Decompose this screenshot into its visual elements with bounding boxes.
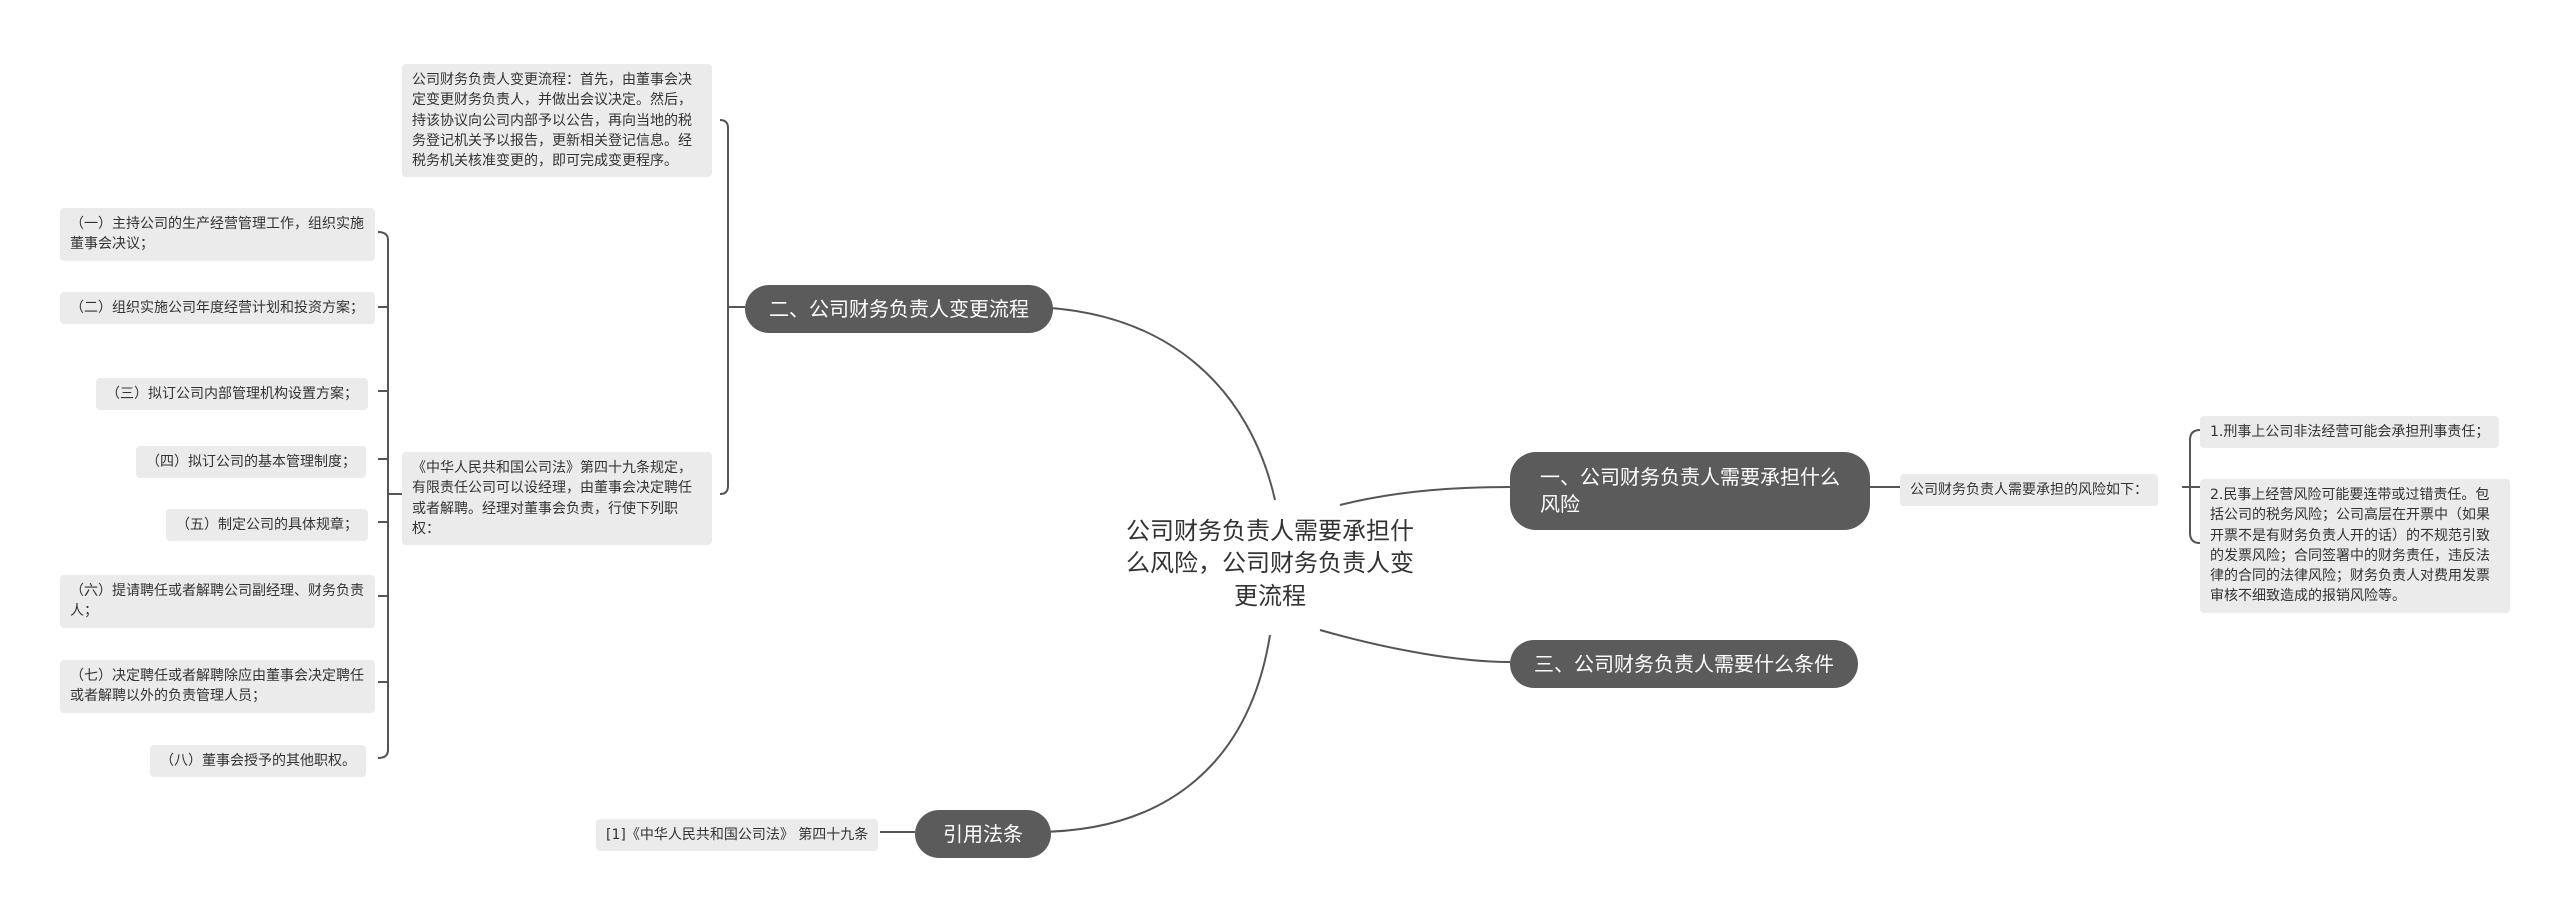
branch-change-process[interactable]: 二、公司财务负责人变更流程 [745, 285, 1053, 333]
power-item-8[interactable]: （八）董事会授予的其他职权。 [150, 745, 366, 778]
power-item-4[interactable]: （四）拟订公司的基本管理制度； [136, 446, 366, 479]
power-item-7[interactable]: （七）决定聘任或者解聘除应由董事会决定聘任或者解聘以外的负责管理人员； [60, 660, 375, 713]
branch-references[interactable]: 引用法条 [915, 810, 1051, 858]
link-b2-children [719, 119, 745, 495]
root-topic[interactable]: 公司财务负责人需要承担什么风险，公司财务负责人变更流程 [1126, 517, 1414, 610]
power-item-5[interactable]: （五）制定公司的具体规章； [166, 509, 368, 542]
power-item-6[interactable]: （六）提请聘任或者解聘公司副经理、财务负责人； [60, 575, 375, 628]
bracket-b1-items [2182, 429, 2201, 544]
branch-conditions[interactable]: 三、公司财务负责人需要什么条件 [1510, 640, 1858, 688]
reference-company-law-49[interactable]: [1]《中华人民共和国公司法》 第四十九条 [596, 819, 879, 852]
link-root-b1 [1339, 486, 1511, 506]
power-item-1[interactable]: （一）主持公司的生产经营管理工作，组织实施董事会决议； [60, 208, 375, 261]
power-item-3[interactable]: （三）拟订公司内部管理机构设置方案； [96, 378, 368, 411]
power-item-2[interactable]: （二）组织实施公司年度经营计划和投资方案； [60, 292, 375, 325]
risk-item-civil[interactable]: 2.民事上经营风险可能要连带或过错责任。包括公司的税务风险；公司高层在开票中（如… [2200, 479, 2510, 613]
link-root-b2 [1029, 306, 1276, 501]
risk-intro[interactable]: 公司财务负责人需要承担的风险如下： [1900, 474, 2158, 507]
branch-risks[interactable]: 一、公司财务负责人需要承担什么风险 [1510, 452, 1870, 530]
law-article-49[interactable]: 《中华人民共和国公司法》第四十九条规定，有限责任公司可以设经理，由董事会决定聘任… [402, 452, 712, 546]
link-root-b3 [1319, 629, 1511, 663]
link-root-b4 [1034, 634, 1271, 833]
change-process-text[interactable]: 公司财务负责人变更流程：首先，由董事会决定变更财务负责人，并做出会议决定。然后，… [402, 64, 712, 178]
risk-item-criminal[interactable]: 1.刑事上公司非法经营可能会承担刑事责任； [2200, 416, 2500, 449]
bracket-b2-powers [377, 231, 405, 759]
